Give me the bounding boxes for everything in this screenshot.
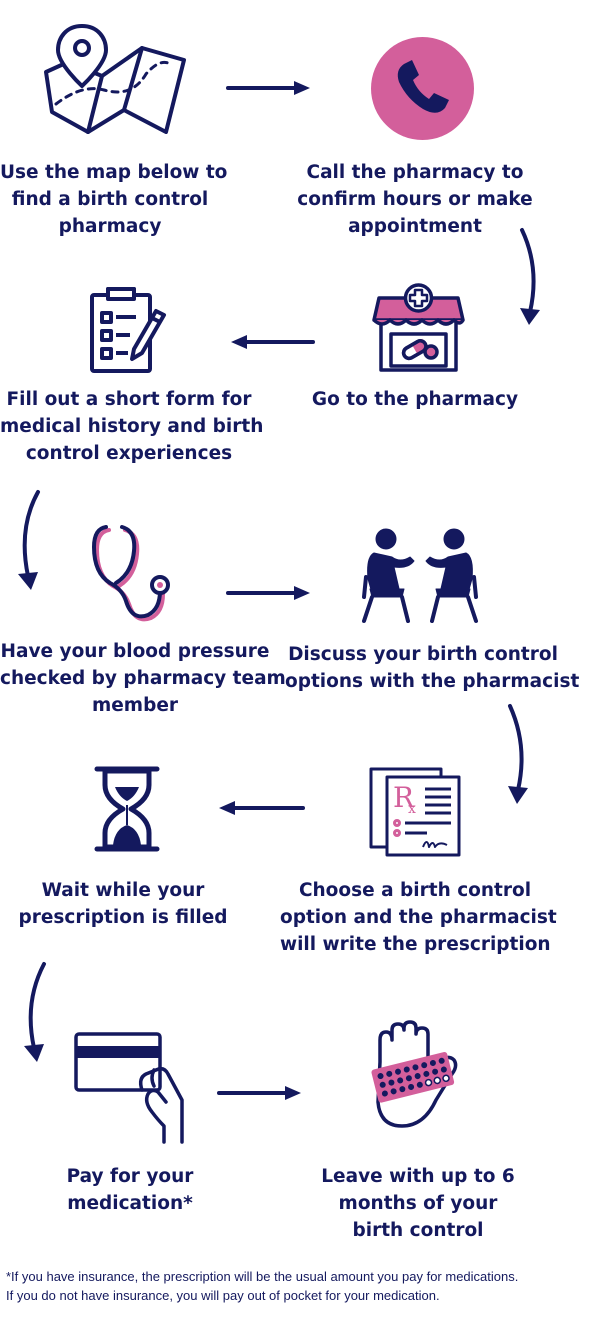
insurance-footnote: *If you have insurance, the prescription…: [6, 1267, 590, 1305]
footnote-line: If you do not have insurance, you will p…: [6, 1288, 440, 1303]
arrow-curve-down-1: [514, 228, 544, 328]
phone-icon: [371, 37, 474, 140]
footnote-line: *If you have insurance, the prescription…: [6, 1269, 519, 1284]
prescription-icon: R x: [367, 765, 463, 857]
consultation-icon: [360, 527, 480, 623]
map-pin-icon: [42, 24, 188, 136]
step-go-text: Go to the pharmacy: [311, 389, 519, 410]
arrow-right-3: [217, 1085, 303, 1101]
arrow-left-1: [231, 334, 315, 350]
step-call-text: Call the pharmacy to confirm hours or ma…: [297, 162, 533, 237]
step-bp-text: Have your blood pressure checked by phar…: [0, 641, 286, 716]
arrow-curve-down-4: [20, 962, 50, 1066]
svg-text:x: x: [408, 801, 416, 817]
pharmacy-store-icon: [371, 282, 466, 374]
step-pay-text: Pay for your medication*: [66, 1166, 194, 1214]
step-discuss-text: Discuss your birth control options with …: [285, 644, 580, 692]
arrow-curve-down-2: [14, 490, 44, 594]
arrow-curve-down-3: [502, 704, 532, 808]
step-form-text: Fill out a short form for medical histor…: [0, 389, 264, 464]
step-choose-text: Choose a birth control option and the ph…: [280, 880, 557, 955]
svg-text:R: R: [393, 781, 415, 814]
pill-pack-hand-icon: [366, 1020, 462, 1134]
credit-card-icon: [72, 1030, 186, 1144]
arrow-left-2: [219, 800, 305, 816]
step-map-text: Use the map below to find a birth contro…: [0, 162, 228, 237]
stethoscope-icon: [88, 523, 174, 623]
clipboard-form-icon: [88, 285, 168, 375]
arrow-right-2: [226, 585, 312, 601]
step-leave-text: Leave with up to 6 months of your birth …: [321, 1166, 515, 1241]
step-wait-text: Wait while your prescription is filled: [18, 880, 228, 928]
hourglass-icon: [94, 765, 160, 853]
arrow-right-1: [226, 80, 312, 96]
